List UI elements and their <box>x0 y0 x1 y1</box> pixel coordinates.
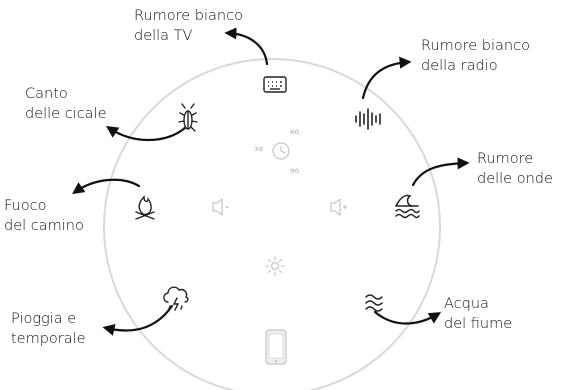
arrow-camino <box>72 178 141 195</box>
label-onde-line2: delle onde <box>477 171 553 187</box>
timer-60[interactable]: 60 <box>290 128 300 136</box>
label-camino-line1: Fuoco <box>4 198 47 214</box>
volume-down-icon[interactable] <box>212 198 229 216</box>
arrow-tv <box>224 27 269 66</box>
label-fiume-line2: del fiume <box>444 316 513 332</box>
label-fiume-line1: Acqua <box>444 296 489 312</box>
label-radio-line1: Rumore bianco <box>421 38 530 54</box>
brightness-icon[interactable] <box>265 256 285 276</box>
label-fiume: Acqua del fiume <box>444 294 512 334</box>
label-cicale-line1: Canto <box>25 86 68 102</box>
arrow-fiume <box>373 310 442 325</box>
label-tv-line1: Rumore bianco <box>134 8 243 24</box>
label-radio: Rumore bianco della radio <box>421 36 530 76</box>
volume-up-icon[interactable] <box>330 198 347 216</box>
label-radio-line2: della radio <box>421 58 498 74</box>
thunderstorm-icon <box>163 286 189 311</box>
label-camino: Fuoco del camino <box>4 196 84 236</box>
label-cicale: Canto delle cicale <box>25 84 107 124</box>
label-cicale-line2: delle cicale <box>25 106 107 122</box>
timer-90[interactable]: 90 <box>290 167 300 175</box>
phone-icon <box>265 329 287 365</box>
arrow-onde <box>411 157 470 187</box>
arrow-pioggia <box>102 304 174 336</box>
river-icon <box>365 294 383 312</box>
campfire-icon <box>135 195 155 220</box>
arrow-radio <box>361 56 412 100</box>
label-camino-line2: del camino <box>4 218 84 234</box>
cicada-icon <box>178 103 198 132</box>
timer-30[interactable]: 30 <box>254 145 264 153</box>
label-pioggia-line1: Pioggia e <box>11 311 77 327</box>
audio-waveform-icon <box>355 108 381 130</box>
keyboard-icon <box>263 76 287 93</box>
device-outline <box>103 58 441 390</box>
wave-icon <box>395 194 420 219</box>
label-pioggia: Pioggia e temporale <box>11 309 86 349</box>
label-tv: Rumore bianco della TV <box>134 6 243 46</box>
arrow-cicale <box>105 125 187 142</box>
clock-icon[interactable] <box>272 142 290 160</box>
label-onde-line1: Rumore <box>477 151 534 167</box>
label-pioggia-line2: temporale <box>11 331 86 347</box>
label-tv-line2: della TV <box>134 28 193 44</box>
label-onde: Rumore delle onde <box>477 149 553 189</box>
